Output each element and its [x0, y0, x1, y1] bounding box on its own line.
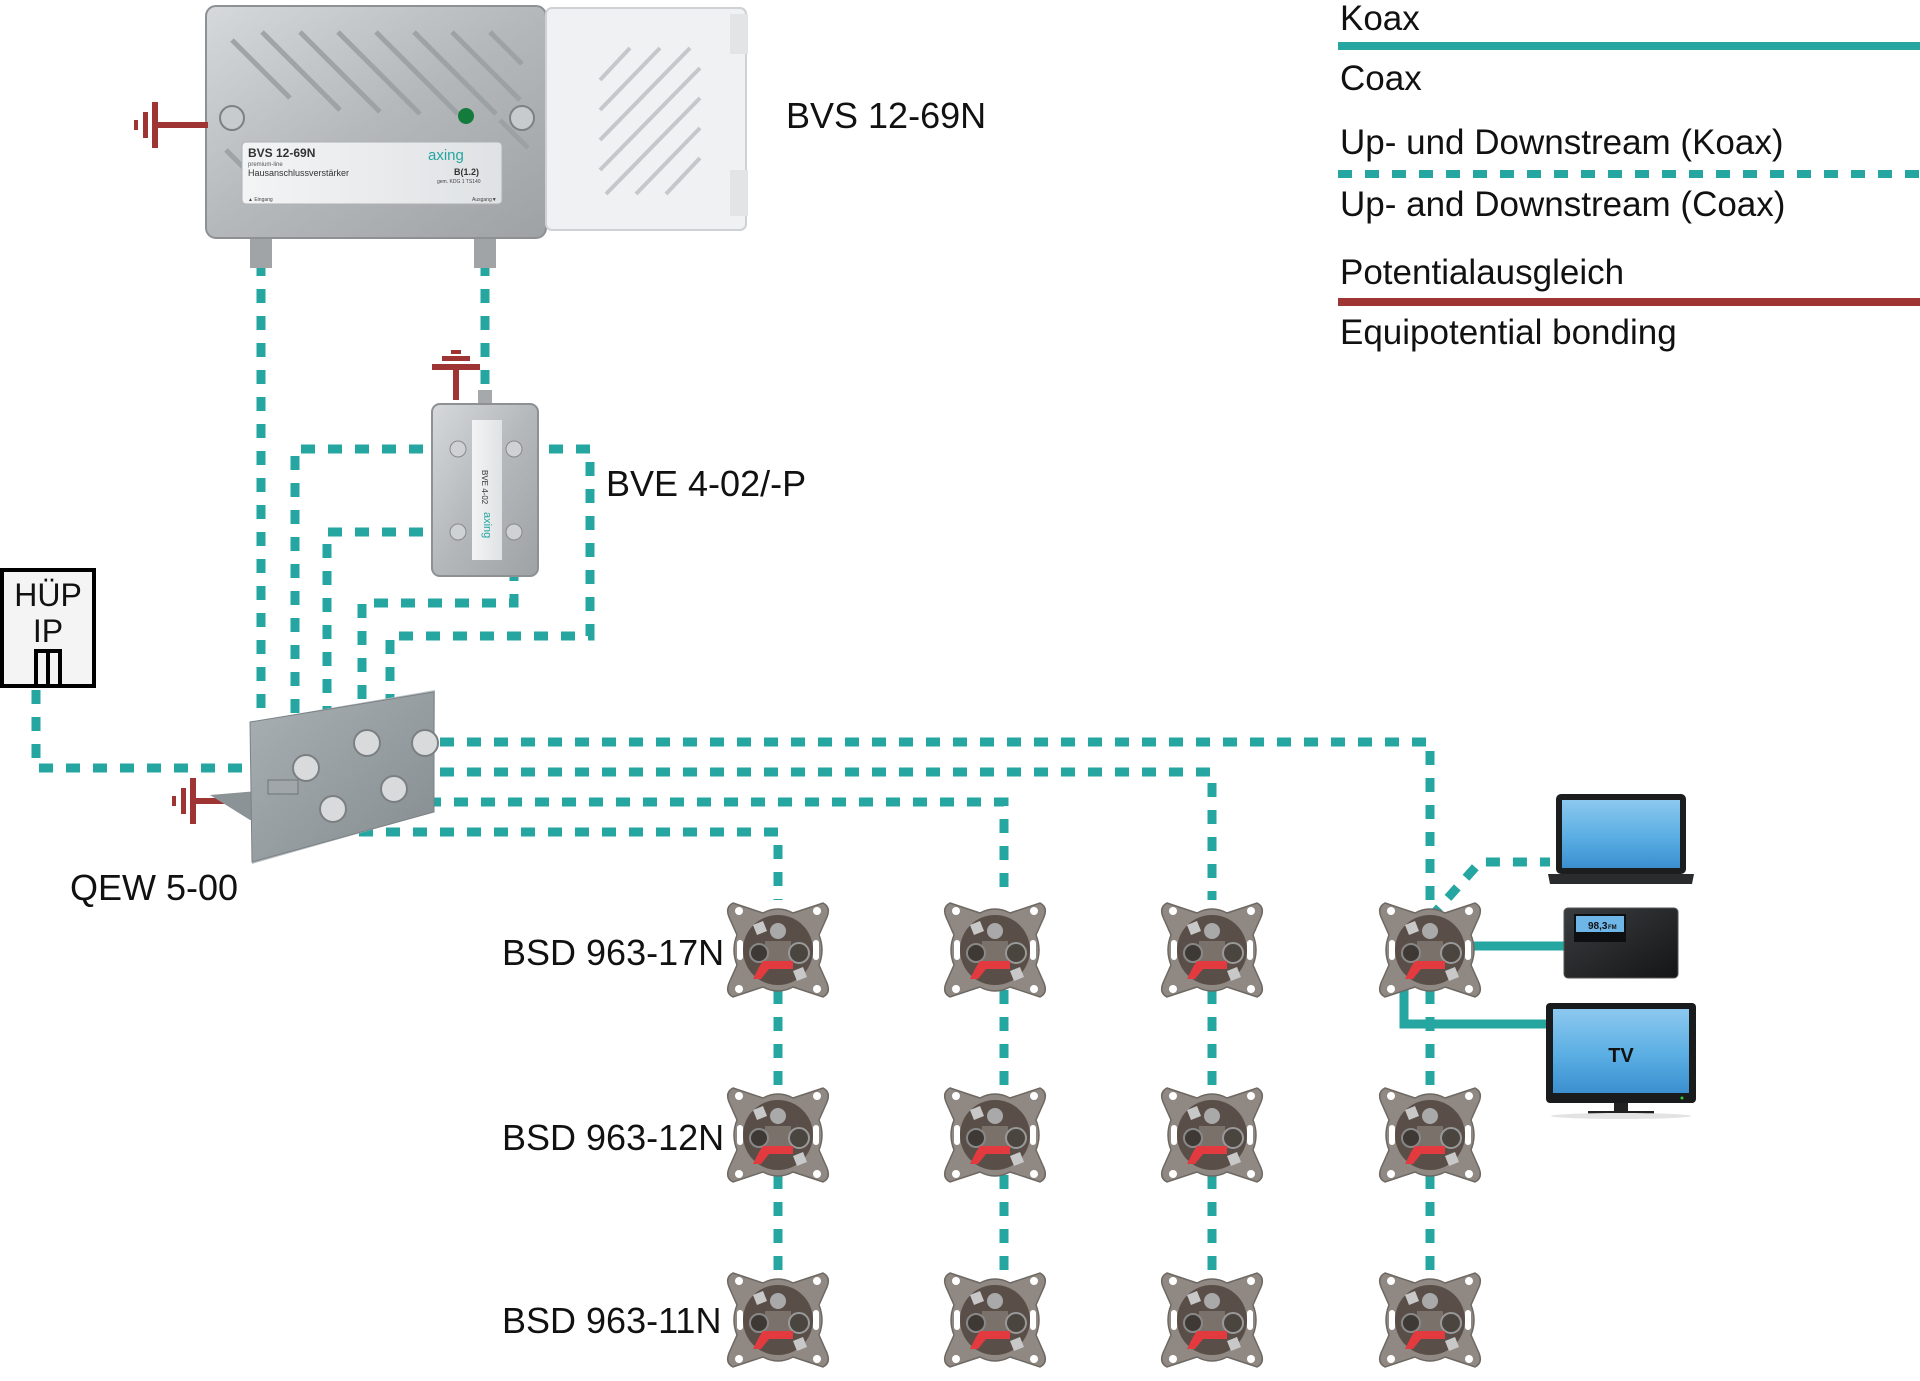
socket-grid: [726, 902, 1482, 1368]
house-transfer-point-hup[interactable]: HÜP IP: [0, 568, 96, 688]
radio-receiver[interactable]: 98,3 FM: [1563, 907, 1679, 979]
antenna-socket-4-1[interactable]: [1378, 902, 1482, 998]
plate-input-label: ▲ Eingang: [248, 197, 273, 203]
equalizer-port-2[interactable]: [353, 729, 381, 757]
screw-icon: [509, 105, 535, 131]
amplifier-input-connector[interactable]: [250, 238, 272, 268]
cable-equalizer-to-socket_column_2: [400, 797, 1009, 900]
antenna-socket-2-1[interactable]: [943, 902, 1047, 998]
antenna-socket-2-3[interactable]: [943, 1272, 1047, 1368]
equalizer-port-5[interactable]: [380, 775, 408, 803]
splitter-bve-4-02[interactable]: BVE 4-02 axing: [431, 350, 539, 577]
hup-label: HÜP: [14, 577, 82, 613]
splitter-out3-connector[interactable]: [449, 523, 467, 541]
antenna-socket-1-1[interactable]: [726, 902, 830, 998]
cable-equalizer-to-socket_column_4: [440, 737, 1435, 900]
plate-standard: gem. KDG 1 TS140: [437, 179, 481, 185]
tv-label: TV: [1608, 1045, 1634, 1067]
antenna-socket-2-2[interactable]: [943, 1087, 1047, 1183]
radio-display: [1576, 916, 1624, 932]
socket-row-label: BSD 963-12N: [502, 1117, 724, 1158]
legend-coax-en: Coax: [1340, 59, 1422, 98]
equalizer-port-4[interactable]: [319, 795, 347, 823]
antenna-socket-3-2[interactable]: [1160, 1087, 1264, 1183]
cable-socket_4_1-data-to-laptop: [1426, 857, 1550, 921]
screw-icon: [219, 105, 245, 131]
legend-updown-de: Up- und Downstream (Koax): [1340, 123, 1784, 162]
radio-frequency: 98,3: [1588, 921, 1608, 932]
equalizer-port-3[interactable]: [411, 729, 439, 757]
legend-coax-de: Koax: [1340, 0, 1420, 38]
laptop[interactable]: [1548, 794, 1694, 884]
power-led-icon: [458, 108, 474, 124]
legend-pe-en: Equipotential bonding: [1340, 313, 1677, 352]
television[interactable]: TV: [1546, 1003, 1696, 1119]
socket-row-label: BSD 963-17N: [502, 932, 724, 973]
amplifier-nameplate: [241, 141, 503, 205]
cable-equalizer-to-socket_column_1: [332, 827, 783, 900]
amplifier-output-connector[interactable]: [474, 238, 496, 268]
socket-row-label: BSD 963-11N: [502, 1300, 721, 1341]
laptop-screen: [1562, 800, 1680, 868]
splitter-label: BVE 4-02/-P: [606, 463, 806, 504]
cable-splitter-out2-to-equalizer: [385, 444, 595, 738]
socket-port-icon: [34, 649, 62, 686]
plate-line: premium-line: [248, 162, 283, 168]
plate-title: Hausanschlussverstärker: [248, 168, 349, 178]
antenna-socket-1-3[interactable]: [726, 1272, 830, 1368]
splitter-out4-connector[interactable]: [505, 523, 523, 541]
amplifier-label: BVS 12-69N: [786, 95, 986, 136]
cable-hup-to-equalizer: [31, 690, 300, 773]
ip-label: IP: [33, 613, 63, 649]
legend-updown-en: Up- and Downstream (Coax): [1340, 185, 1785, 224]
splitter-nameplate: [472, 420, 502, 560]
cable-layer: [31, 262, 1564, 1280]
splitter-brand-logo: axing: [481, 512, 493, 538]
antenna-socket-3-1[interactable]: [1160, 902, 1264, 998]
plate-brand-logo: axing: [428, 147, 464, 164]
plate-class: B(1.2): [454, 167, 479, 177]
ground-symbol-icon: [134, 102, 194, 148]
ground-symbol-icon: [432, 350, 480, 400]
antenna-socket-4-3[interactable]: [1378, 1272, 1482, 1368]
power-supply-housing: [545, 7, 747, 231]
legend-pe-de: Potentialausgleich: [1340, 253, 1624, 292]
legend: Koax Coax Up- und Downstream (Koax) Up- …: [1338, 0, 1920, 352]
splitter-out2-connector[interactable]: [505, 440, 523, 458]
cable-splitter-out3-to-equalizer: [322, 527, 450, 760]
antenna-socket-4-2[interactable]: [1378, 1087, 1482, 1183]
amplifier-bvs-12-69n[interactable]: BVS 12-69N premium-line Hausanschlussver…: [134, 5, 748, 268]
plate-model: BVS 12-69N: [248, 146, 315, 160]
splitter-out1-connector[interactable]: [449, 440, 467, 458]
antenna-socket-3-3[interactable]: [1160, 1272, 1264, 1368]
equalizer-label: QEW 5-00: [70, 867, 238, 908]
equalizer-port-1[interactable]: [292, 754, 320, 782]
radio-band: FM: [1608, 925, 1617, 931]
equalizer-qew-5-00[interactable]: [172, 690, 439, 864]
splitter-plate-model: BVE 4-02: [480, 470, 489, 505]
plate-output-label: Ausgang▼: [472, 197, 497, 203]
tv-screen: [1553, 1009, 1689, 1093]
antenna-socket-1-2[interactable]: [726, 1087, 830, 1183]
